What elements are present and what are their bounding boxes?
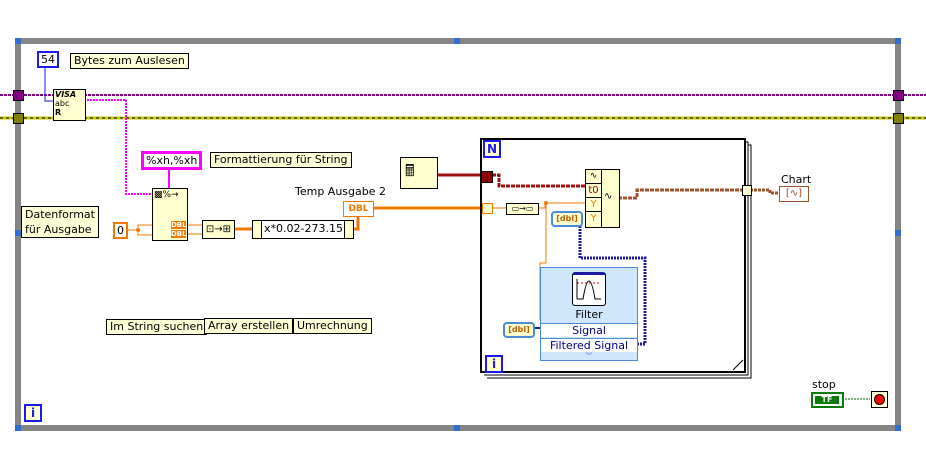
stop-terminal-type: TF bbox=[815, 396, 839, 404]
wire-junction bbox=[136, 228, 140, 232]
filter-response-curve bbox=[576, 279, 601, 300]
wire-junction-2 bbox=[544, 201, 548, 205]
waveform-divider bbox=[601, 170, 602, 227]
temp-indicator-terminal[interactable]: DBL bbox=[343, 201, 374, 217]
scan-output-2: DBL bbox=[171, 230, 187, 238]
bytes-comment[interactable]: Bytes zum Auslesen bbox=[70, 53, 189, 69]
while-loop-resize-handle[interactable] bbox=[895, 38, 901, 44]
from-dynamic-node[interactable]: [dbl] bbox=[551, 211, 583, 227]
build-array-comment[interactable]: Array erstellen bbox=[204, 318, 294, 334]
filter-signal-input[interactable]: Signal bbox=[541, 323, 637, 337]
y-terminal-2: Y bbox=[590, 213, 597, 224]
for-loop-shadow-2 bbox=[487, 144, 752, 379]
loop-condition-terminal[interactable] bbox=[871, 391, 888, 408]
visa-tunnel-left[interactable] bbox=[13, 90, 24, 101]
get-date-time-node[interactable]: 🖩 bbox=[400, 157, 438, 189]
stop-if-true-icon bbox=[874, 394, 885, 405]
build-array-node[interactable]: ⊡→⊞ bbox=[202, 220, 235, 239]
visa-tunnel-right[interactable] bbox=[893, 90, 904, 101]
filter-filtered-signal-output[interactable]: Filtered Signal bbox=[541, 338, 637, 352]
filter-title: Filter bbox=[575, 308, 603, 321]
waveform-chart-icon: [∿] bbox=[785, 188, 803, 199]
default-wire-1[interactable] bbox=[127, 224, 152, 231]
expand-chevron-icon[interactable]: ︾ bbox=[585, 352, 593, 360]
default-wire-2[interactable] bbox=[137, 230, 152, 236]
for-loop-iteration-terminal: i bbox=[485, 355, 503, 373]
visa-read-mode: R bbox=[55, 108, 62, 117]
build-array-icon: ⊡→⊞ bbox=[205, 224, 232, 235]
waveform-wire[interactable] bbox=[618, 188, 742, 200]
format-string-constant[interactable]: %xh,%xh bbox=[141, 151, 203, 170]
error-tunnel-right[interactable] bbox=[893, 113, 904, 124]
stop-button-terminal[interactable]: TF bbox=[811, 392, 844, 408]
waveform-output-tunnel[interactable] bbox=[742, 185, 752, 196]
auto-index-tunnel[interactable] bbox=[482, 203, 493, 214]
while-loop-resize-handle[interactable] bbox=[454, 425, 460, 431]
filter-icon bbox=[572, 272, 606, 306]
error-tunnel-left[interactable] bbox=[13, 113, 24, 124]
formula-input-terminal bbox=[253, 221, 262, 238]
filtered-signal-wire[interactable] bbox=[578, 225, 647, 346]
waveform-input-icon: ∿ bbox=[586, 170, 601, 184]
scan-from-string-node[interactable]: ▩%→ DBL DBL bbox=[152, 188, 188, 241]
formula-expression[interactable]: x*0.02-273.15 bbox=[264, 222, 343, 235]
for-loop-count-terminal[interactable]: N bbox=[483, 140, 501, 158]
while-loop-resize-handle[interactable] bbox=[895, 425, 901, 431]
clock-computer-icon: 🖩 bbox=[405, 161, 415, 180]
waveform-output-icon: ∿ bbox=[604, 191, 613, 202]
bytes-count-constant[interactable]: 54 bbox=[37, 51, 59, 68]
visa-read-type: abc bbox=[55, 99, 70, 108]
filter-express-vi[interactable]: Filter Signal Filtered Signal ︾ bbox=[540, 267, 638, 361]
default-zero-constant[interactable]: 0 bbox=[113, 222, 128, 239]
build-waveform-node[interactable]: ∿ t0 Y Y ∿ bbox=[585, 169, 620, 228]
conversion-arrow-icon: ▭→▭ bbox=[511, 204, 534, 213]
search-string-comment[interactable]: Im String suchen bbox=[106, 319, 208, 335]
chart-wire[interactable] bbox=[750, 188, 779, 195]
while-loop-resize-handle[interactable] bbox=[15, 425, 21, 431]
timestamp-tunnel[interactable] bbox=[481, 171, 493, 183]
t0-terminal: t0 bbox=[586, 184, 601, 198]
formula-output-terminal bbox=[344, 221, 353, 238]
scan-output-1: DBL bbox=[171, 221, 187, 229]
format-comment[interactable]: Formattierung für String bbox=[210, 152, 352, 168]
stop-label[interactable]: stop bbox=[812, 378, 836, 391]
y-wire[interactable] bbox=[537, 202, 586, 209]
visa-read-node[interactable]: VISA abc R bbox=[53, 89, 86, 121]
for-loop-frame[interactable] bbox=[480, 138, 746, 373]
datenformat-line-2: für Ausgabe bbox=[25, 223, 92, 236]
for-loop-shadow-1 bbox=[484, 141, 749, 376]
while-loop-resize-handle[interactable] bbox=[15, 230, 21, 236]
visa-read-title: VISA bbox=[55, 90, 77, 99]
datenformat-line-1: Datenformat bbox=[25, 208, 95, 221]
formula-node[interactable]: x*0.02-273.15 bbox=[252, 220, 354, 239]
chart-label[interactable]: Chart bbox=[781, 173, 812, 186]
to-dynamic-node[interactable]: [dbl] bbox=[503, 322, 535, 338]
for-loop-corner bbox=[732, 359, 744, 371]
timestamp-wire[interactable] bbox=[492, 173, 586, 188]
conversion-comment[interactable]: Umrechnung bbox=[293, 318, 372, 334]
percent-icon: ▩%→ bbox=[154, 190, 179, 200]
while-loop-resize-handle[interactable] bbox=[454, 38, 460, 44]
while-loop-resize-handle[interactable] bbox=[895, 230, 901, 236]
while-loop-resize-handle[interactable] bbox=[15, 38, 21, 44]
datenformat-comment[interactable]: Datenformat für Ausgabe bbox=[21, 206, 99, 238]
temp-indicator-label[interactable]: Temp Ausgabe 2 bbox=[295, 185, 387, 198]
element-conversion-node[interactable]: ▭→▭ bbox=[506, 203, 539, 215]
y-terminal-1: Y bbox=[586, 198, 601, 212]
chart-terminal[interactable]: [∿] bbox=[779, 186, 809, 202]
while-loop-iteration-terminal: i bbox=[24, 404, 42, 422]
string-wire[interactable] bbox=[84, 99, 152, 195]
bytes-count-wire[interactable] bbox=[44, 67, 53, 102]
